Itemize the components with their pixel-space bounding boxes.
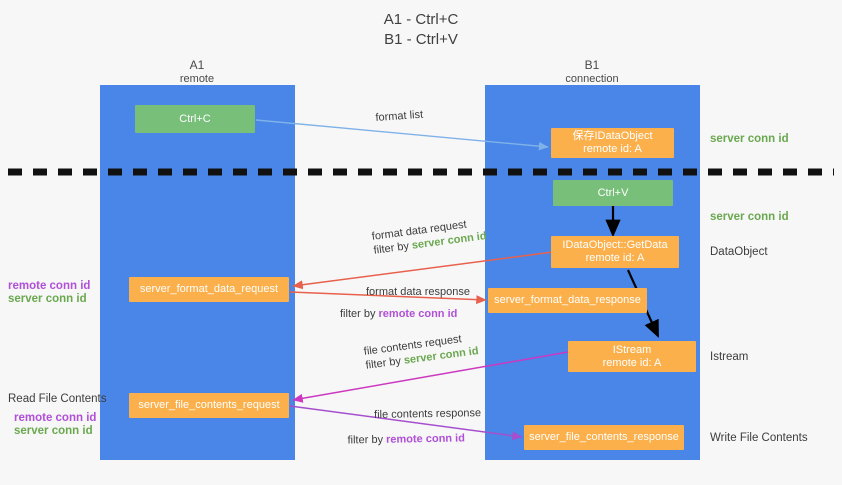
- right-label-istream: Istream: [710, 351, 749, 363]
- filter-value: remote conn id: [385, 432, 466, 446]
- edge-label-format-data-response: format data response filter by remote co…: [340, 285, 470, 321]
- node-ctrl-c[interactable]: Ctrl+C: [135, 105, 255, 133]
- node-server-file-contents-response-line1: server_file_contents_response: [529, 431, 679, 443]
- node-save-idataobject[interactable]: 保存IDataObject remote id: A: [551, 128, 674, 158]
- column-header-a1-sub: remote: [179, 73, 215, 85]
- filter-prefix: filter by: [347, 433, 387, 447]
- node-server-file-contents-request-line1: server_file_contents_request: [138, 399, 280, 411]
- title-line-1: A1 - Ctrl+C: [383, 11, 459, 28]
- column-header-b1-name: B1: [584, 58, 600, 72]
- node-idataobject-getdata[interactable]: IDataObject::GetData remote id: A: [551, 236, 679, 268]
- edge-label-format-data-response-filter: filter by remote conn id: [340, 307, 470, 321]
- filter-value: remote conn id: [378, 308, 458, 320]
- node-ctrl-v-line1: Ctrl+V: [597, 186, 629, 199]
- edge-label-file-contents-response-filter: filter by remote conn id: [347, 431, 481, 447]
- node-istream-line1: IStream: [612, 343, 652, 356]
- edge-label-file-contents-response: file contents response filter by remote …: [347, 406, 482, 447]
- edge-label-format-list-text: format list: [375, 108, 424, 124]
- right-label-write-file-contents: Write File Contents: [710, 432, 808, 444]
- edge-label-format-data-response-text: format data response: [366, 286, 470, 298]
- node-ctrl-v[interactable]: Ctrl+V: [553, 180, 673, 206]
- left-label-server-conn-id-2: server conn id: [14, 425, 93, 437]
- node-server-file-contents-response[interactable]: server_file_contents_response: [524, 425, 684, 450]
- node-idataobject-getdata-line2: remote id: A: [585, 252, 645, 264]
- title-line-2: B1 - Ctrl+V: [384, 31, 458, 48]
- node-server-format-data-request-line1: server_format_data_request: [139, 283, 279, 295]
- left-label-server-conn-id-1: server conn id: [8, 293, 87, 305]
- node-server-file-contents-request[interactable]: server_file_contents_request: [129, 393, 289, 418]
- column-header-a1: A1 remote: [117, 58, 277, 86]
- node-idataobject-getdata-line1: IDataObject::GetData: [562, 239, 668, 251]
- right-label-server-conn-id-1: server conn id: [710, 133, 789, 145]
- column-header-a1-name: A1: [189, 58, 205, 72]
- page-title: A1 - Ctrl+C B1 - Ctrl+V: [0, 10, 842, 50]
- node-server-format-data-response-line1: server_format_data_response: [494, 294, 641, 306]
- node-ctrl-c-line1: Ctrl+C: [179, 112, 211, 125]
- node-istream-line2: remote id: A: [602, 356, 662, 369]
- column-header-b1: B1 connection: [512, 58, 672, 86]
- column-header-b1-sub: connection: [565, 73, 619, 85]
- filter-prefix: filter by: [340, 308, 379, 320]
- left-label-read-file-contents: Read File Contents: [8, 393, 107, 405]
- node-server-format-data-response[interactable]: server_format_data_response: [488, 288, 647, 313]
- left-label-remote-conn-id-2: remote conn id: [14, 412, 97, 424]
- edge-label-file-contents-response-text: file contents response: [374, 407, 482, 421]
- node-save-idataobject-line1: 保存IDataObject: [572, 130, 653, 142]
- right-label-server-conn-id-2: server conn id: [710, 211, 789, 223]
- left-label-remote-conn-id-1: remote conn id: [8, 280, 91, 292]
- node-server-format-data-request[interactable]: server_format_data_request: [129, 277, 289, 302]
- node-save-idataobject-line2: remote id: A: [583, 143, 642, 155]
- right-label-dataobject: DataObject: [710, 246, 768, 258]
- node-istream[interactable]: IStream remote id: A: [568, 341, 696, 372]
